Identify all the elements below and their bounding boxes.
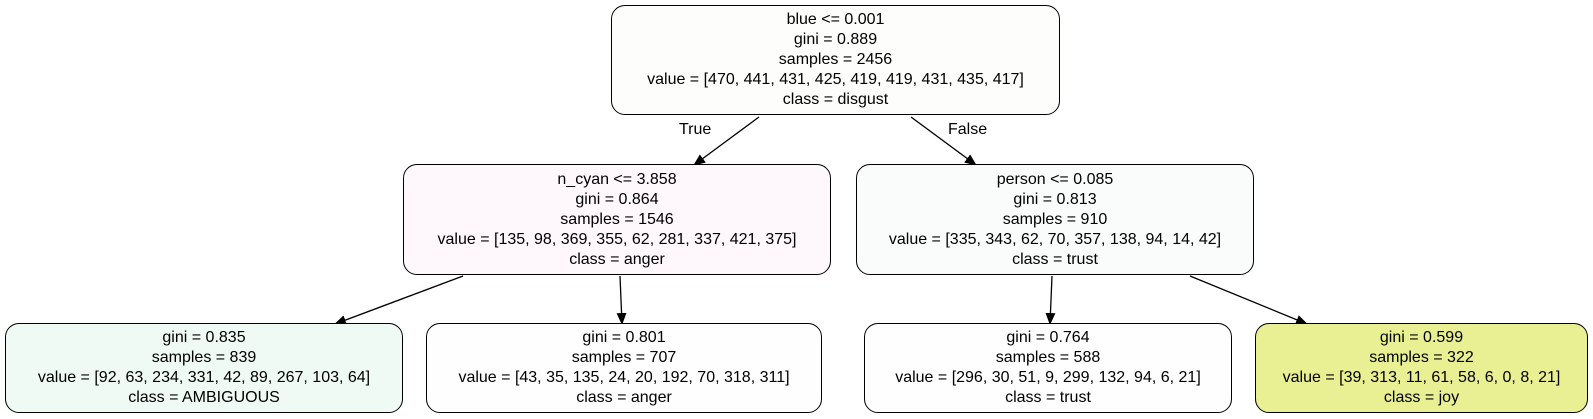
edge-right-to-leaf-rr <box>1189 275 1308 325</box>
node-value: value = [335, 343, 62, 70, 357, 138, 94,… <box>888 230 1222 248</box>
edge-root-to-right <box>910 116 977 166</box>
node-value: value = [470, 441, 431, 425, 419, 419, 4… <box>647 71 1024 88</box>
node-samples: samples = 839 <box>151 349 257 366</box>
node-value: value = [296, 30, 51, 9, 299, 132, 94, 6… <box>895 369 1201 386</box>
node-class: class = disgust <box>782 91 889 108</box>
node-samples: samples = 588 <box>995 349 1101 366</box>
node-class: class = trust <box>1005 389 1091 406</box>
node-class: class = joy <box>1383 389 1460 406</box>
node-class: class = trust <box>1012 250 1098 268</box>
node-value: value = [43, 35, 135, 24, 20, 192, 70, 3… <box>458 369 790 386</box>
root-node: blue <= 0.001 gini = 0.889 samples = 245… <box>611 5 1060 115</box>
node-samples: samples = 322 <box>1369 349 1474 366</box>
node-gini: gini = 0.889 <box>793 31 878 48</box>
node-samples: samples = 910 <box>1002 210 1108 228</box>
node-samples: samples = 2456 <box>778 51 893 68</box>
node-value: value = [92, 63, 234, 331, 42, 89, 267, … <box>37 369 371 386</box>
edge-right-to-leaf-rl <box>1045 275 1056 325</box>
node-gini: gini = 0.835 <box>162 329 246 346</box>
node-gini: gini = 0.599 <box>1379 329 1464 346</box>
left-node: n_cyan <= 3.858 gini = 0.864 samples = 1… <box>403 164 831 275</box>
node-split-condition: person <= 0.085 <box>996 170 1114 188</box>
node-samples: samples = 1546 <box>560 210 674 228</box>
node-samples: samples = 707 <box>571 349 677 366</box>
node-split-condition: n_cyan <= 3.858 <box>557 170 677 188</box>
node-gini: gini = 0.764 <box>1006 329 1090 346</box>
node-class: class = anger <box>576 389 672 406</box>
right-node: person <= 0.085 gini = 0.813 samples = 9… <box>856 164 1254 275</box>
node-gini: gini = 0.864 <box>575 190 659 208</box>
leaf-node-lr: gini = 0.801 samples = 707 value = [43, … <box>426 323 822 413</box>
leaf-node-ll: gini = 0.835 samples = 839 value = [92, … <box>5 323 403 413</box>
edge-label-false: False <box>948 121 988 138</box>
node-gini: gini = 0.813 <box>1013 190 1097 208</box>
node-split-condition: blue <= 0.001 <box>786 11 885 28</box>
edge-label-true: True <box>679 121 712 138</box>
edge-left-to-leaf-ll <box>334 275 464 325</box>
node-class: class = anger <box>569 250 665 268</box>
edge-root-to-left <box>693 116 760 166</box>
node-value: value = [135, 98, 369, 355, 62, 281, 337… <box>437 230 797 248</box>
node-value: value = [39, 313, 11, 61, 58, 6, 0, 8, 2… <box>1282 369 1561 386</box>
edge-left-to-leaf-lr <box>616 275 627 325</box>
leaf-node-rr: gini = 0.599 samples = 322 value = [39, … <box>1255 323 1588 413</box>
node-gini: gini = 0.801 <box>582 329 666 346</box>
node-class: class = AMBIGUOUS <box>128 389 280 406</box>
leaf-node-rl: gini = 0.764 samples = 588 value = [296,… <box>864 323 1232 413</box>
